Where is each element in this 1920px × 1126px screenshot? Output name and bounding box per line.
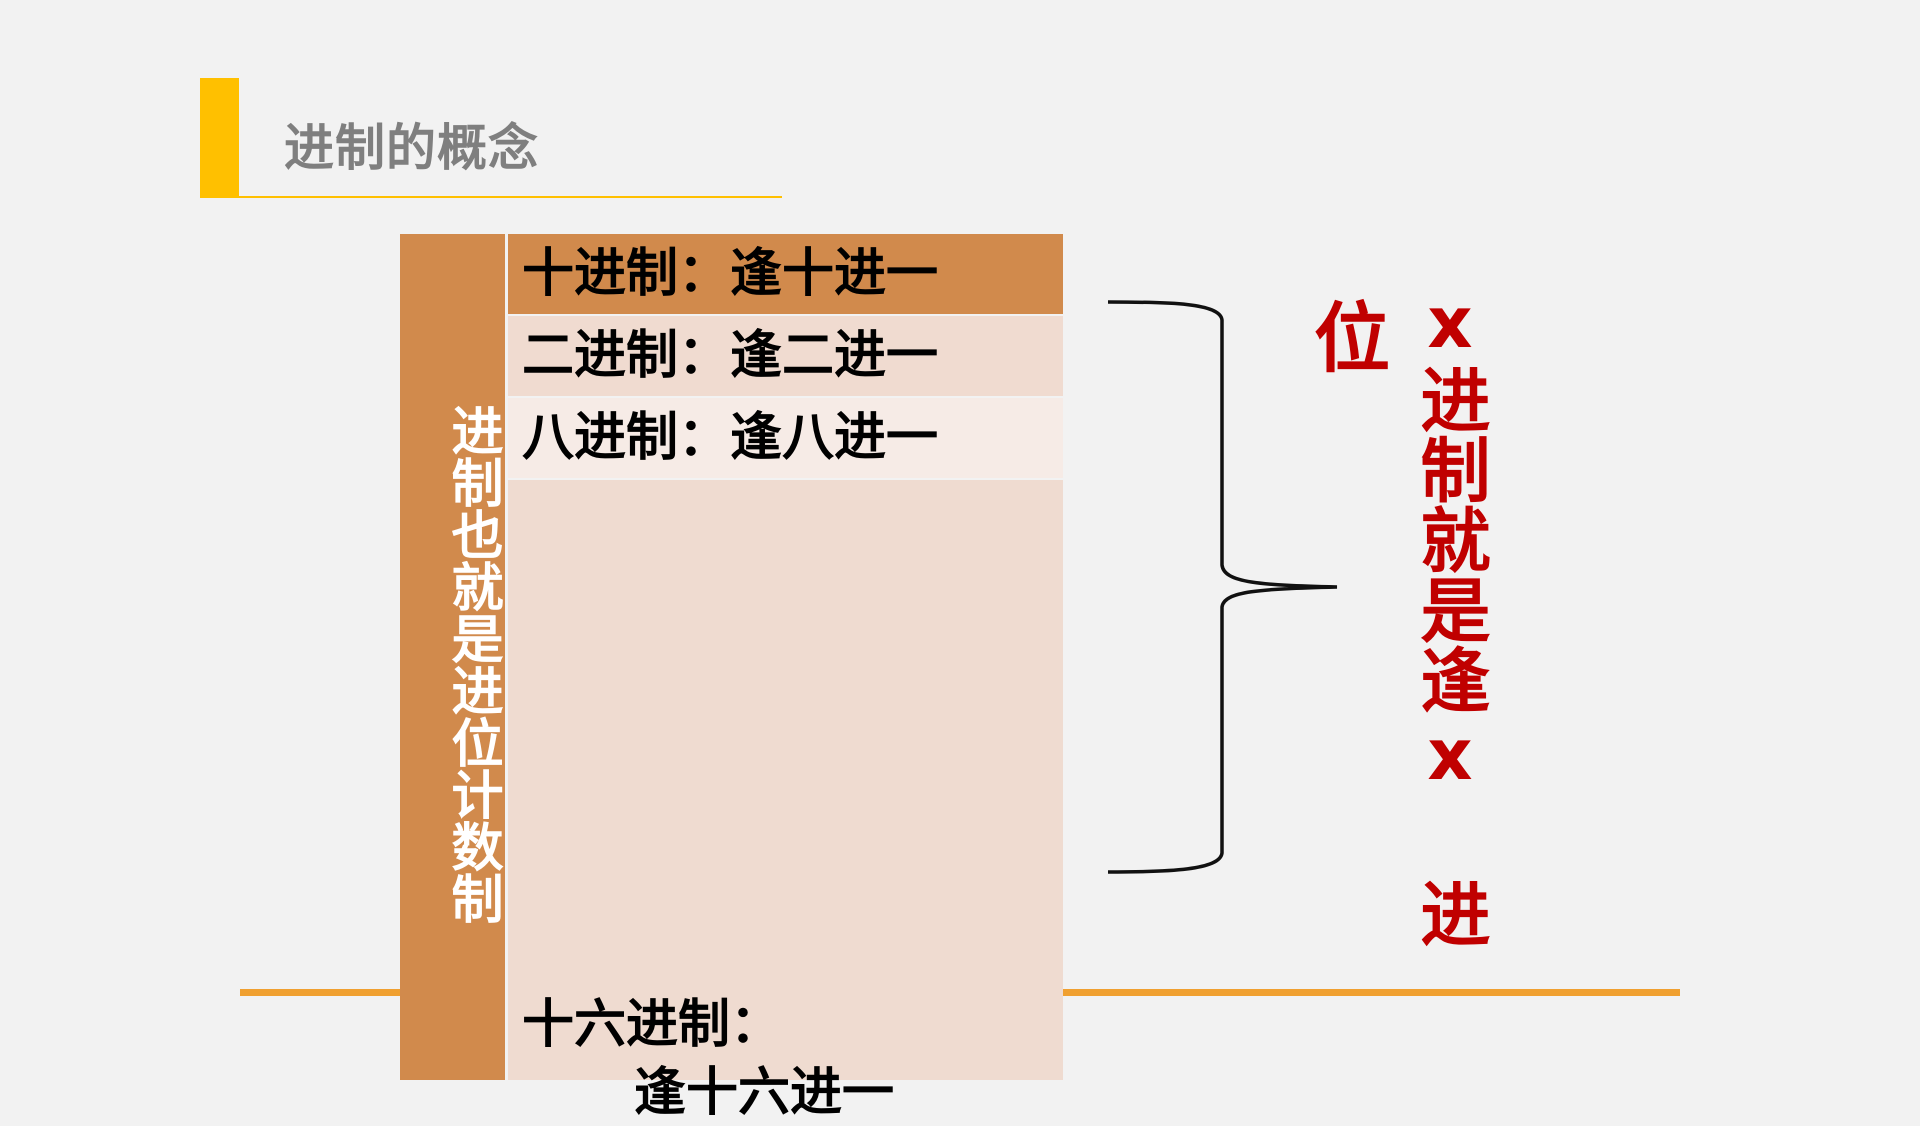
number-system-list: 十进制：逢十进一 二进制：逢二进一 八进制：逢八进一 十六进制： 逢十六进一 bbox=[508, 234, 1063, 1123]
title-accent-block bbox=[200, 78, 239, 198]
row-octal: 八进制：逢八进一 bbox=[508, 398, 1063, 478]
bottom-line-left bbox=[240, 989, 400, 996]
row-binary: 二进制：逢二进一 bbox=[508, 316, 1063, 396]
bottom-line-right bbox=[1062, 989, 1680, 996]
annotation-wei: 位 bbox=[1314, 294, 1390, 383]
title-underline bbox=[239, 196, 782, 198]
row-hexadecimal-name: 十六进制： bbox=[522, 995, 783, 1055]
annotation-vertical-text: x进制就是逢x 进 bbox=[1409, 282, 1491, 948]
row-hexadecimal: 十六进制： 逢十六进一 bbox=[508, 480, 1063, 1123]
curly-brace bbox=[1107, 300, 1338, 874]
row-decimal: 十进制：逢十进一 bbox=[508, 234, 1063, 314]
side-label: 进制也就是进位计数制 bbox=[400, 234, 505, 1080]
row-hexadecimal-rule: 逢十六进一 bbox=[634, 1063, 895, 1123]
slide-title: 进制的概念 bbox=[284, 119, 539, 177]
